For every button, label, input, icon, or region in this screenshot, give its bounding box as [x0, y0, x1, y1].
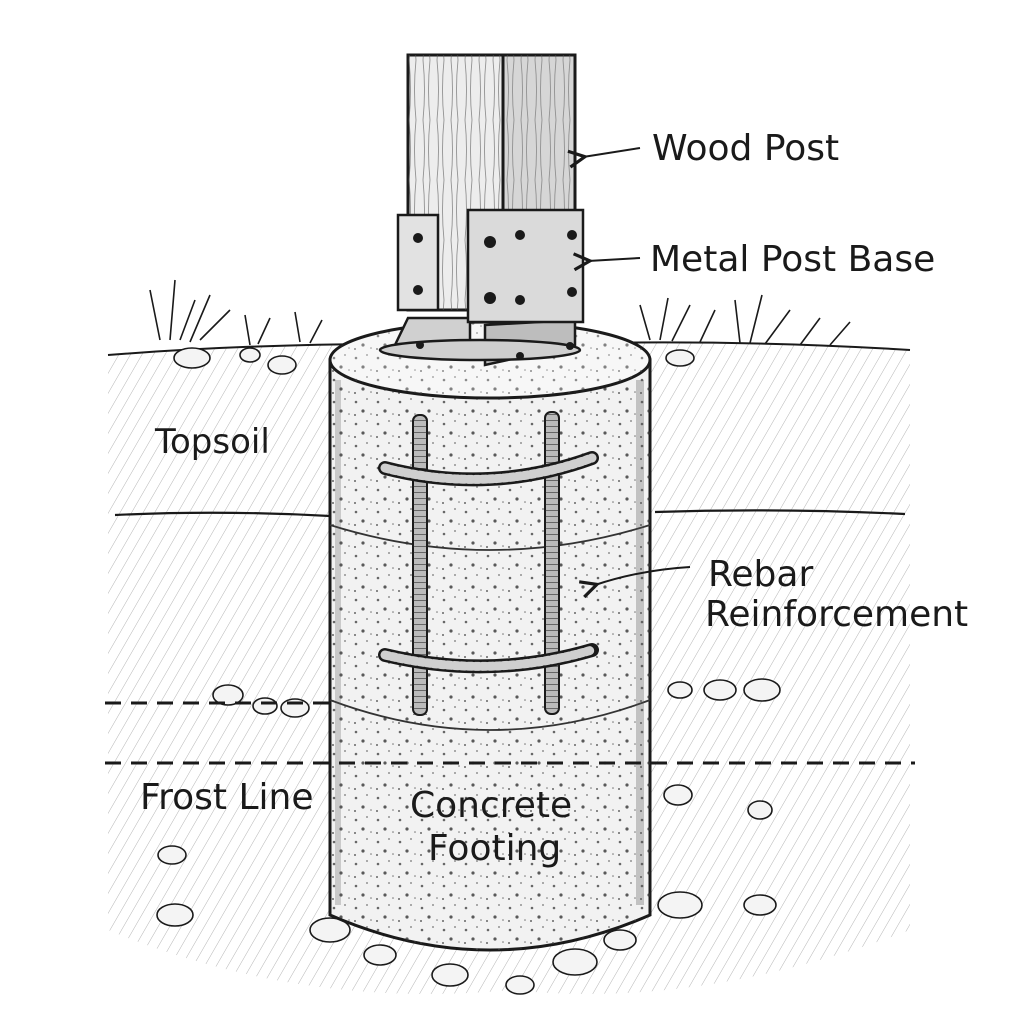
label-rebar: Rebar [708, 554, 813, 595]
label-wood-post: Wood Post [652, 128, 839, 169]
pour-seam [329, 524, 651, 551]
bolts [413, 230, 577, 360]
topsoil-boundary [114, 509, 906, 518]
metal-post-base [378, 208, 585, 367]
label-metal-post-base: Metal Post Base [650, 239, 935, 280]
label-footing: Footing [428, 828, 561, 869]
pebbles [156, 347, 781, 995]
frost-line [105, 701, 915, 765]
pour-seam [329, 699, 651, 731]
callout-arrows [583, 147, 691, 585]
grass-tufts [149, 279, 851, 346]
wood-post-arrow [583, 147, 641, 157]
bracket-plate-left [396, 213, 440, 312]
rebar-arrow [595, 566, 691, 585]
label-topsoil: Topsoil [154, 422, 270, 462]
label-frost-line: Frost Line [140, 777, 313, 818]
metal-base-arrow [588, 258, 641, 261]
label-reinforcement: Reinforcement [705, 594, 968, 635]
rebar-cage [378, 411, 599, 716]
bracket-plate-front [466, 208, 585, 324]
label-concrete: Concrete [410, 785, 572, 826]
